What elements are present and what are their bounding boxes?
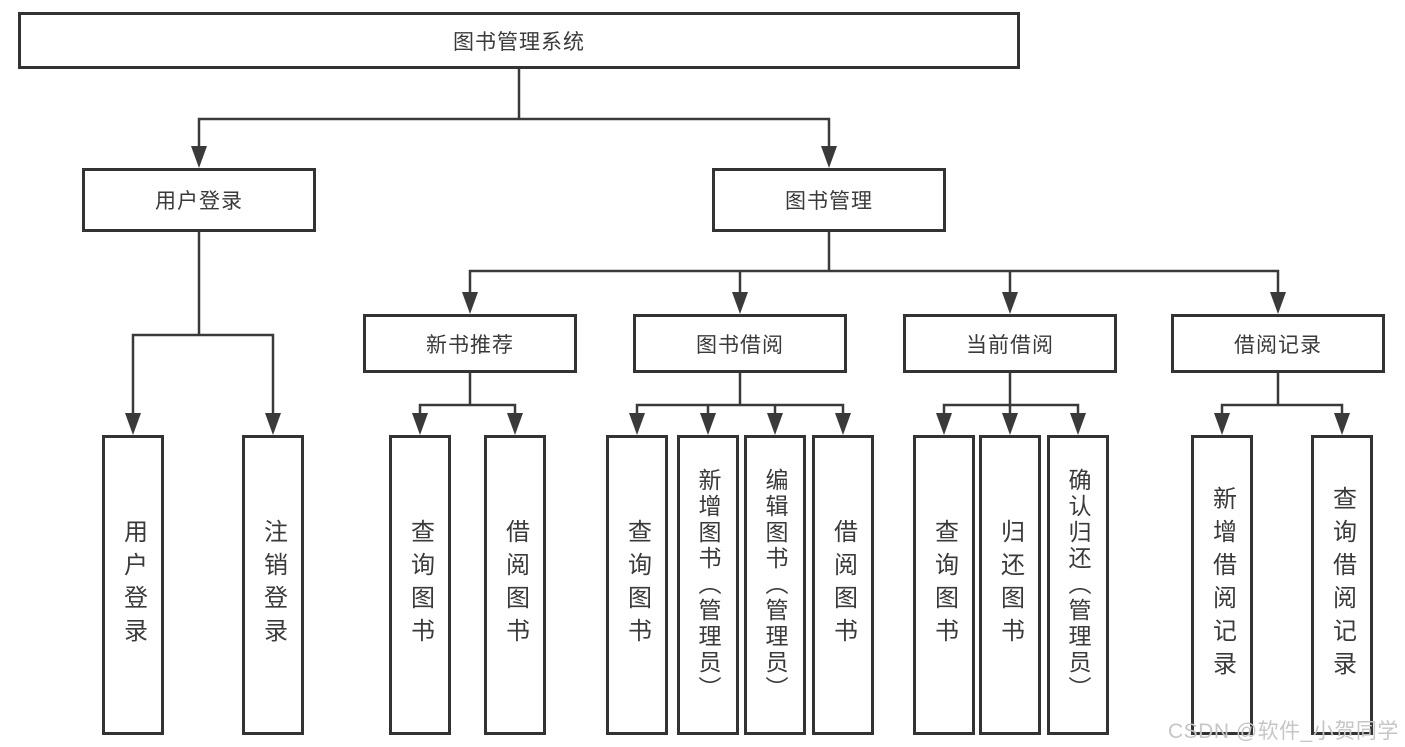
leaf-user-login-label: 用户登录	[119, 519, 147, 651]
leaf-add-books-admin-label: 新增图书（管理员）	[695, 468, 721, 702]
leaf-query-books-borrowing: 查询图书	[606, 435, 668, 735]
leaf-query-books-current-label: 查询图书	[930, 519, 958, 651]
leaf-add-borrow-record-label: 新增借阅记录	[1208, 486, 1236, 684]
connector-new-book-children	[412, 372, 523, 435]
leaf-return-books-label: 归还图书	[996, 519, 1024, 651]
leaf-query-books-current: 查询图书	[913, 435, 975, 735]
leaf-borrow-books-borrowing: 借阅图书	[812, 435, 874, 735]
leaf-query-borrow-record: 查询借阅记录	[1311, 435, 1373, 735]
leaf-borrow-books-borrowing-label: 借阅图书	[829, 519, 857, 651]
leaf-confirm-return-admin: 确认归还（管理员）	[1047, 435, 1109, 735]
leaf-confirm-return-admin-label: 确认归还（管理员）	[1065, 468, 1091, 702]
connector-book-borrow-children	[629, 372, 851, 435]
node-library-management-system: 图书管理系统	[18, 12, 1020, 69]
leaf-borrow-books-recommend-label: 借阅图书	[501, 519, 529, 651]
leaf-user-login: 用户登录	[102, 435, 164, 735]
leaf-borrow-books-recommend: 借阅图书	[484, 435, 546, 735]
leaf-logout-login-label: 注销登录	[259, 519, 287, 651]
node-user-login: 用户登录	[82, 168, 316, 232]
connector-borrow-records-children	[1214, 372, 1350, 435]
connector-root-to-level2	[191, 68, 837, 168]
leaf-query-books-recommend-label: 查询图书	[406, 519, 434, 651]
leaf-edit-books-admin: 编辑图书（管理员）	[744, 435, 806, 735]
connector-book-mgmt-to-level3	[462, 232, 1286, 314]
connector-user-login-children	[125, 232, 281, 435]
leaf-return-books: 归还图书	[979, 435, 1041, 735]
leaf-add-borrow-record: 新增借阅记录	[1191, 435, 1253, 735]
leaf-query-books-borrowing-label: 查询图书	[623, 519, 651, 651]
leaf-edit-books-admin-label: 编辑图书（管理员）	[762, 468, 788, 702]
csdn-watermark: CSDN @软件_小贺同学	[1168, 720, 1399, 743]
node-borrowing-records: 借阅记录	[1171, 314, 1385, 373]
leaf-query-borrow-record-label: 查询借阅记录	[1328, 486, 1356, 684]
connector-current-borrow-children	[936, 372, 1086, 435]
leaf-add-books-admin: 新增图书（管理员）	[677, 435, 739, 735]
node-book-management: 图书管理	[712, 168, 946, 232]
node-current-borrowing: 当前借阅	[903, 314, 1117, 373]
node-new-book-recommendation: 新书推荐	[363, 314, 577, 373]
node-book-borrowing: 图书借阅	[633, 314, 847, 373]
leaf-logout-login: 注销登录	[242, 435, 304, 735]
leaf-query-books-recommend: 查询图书	[389, 435, 451, 735]
